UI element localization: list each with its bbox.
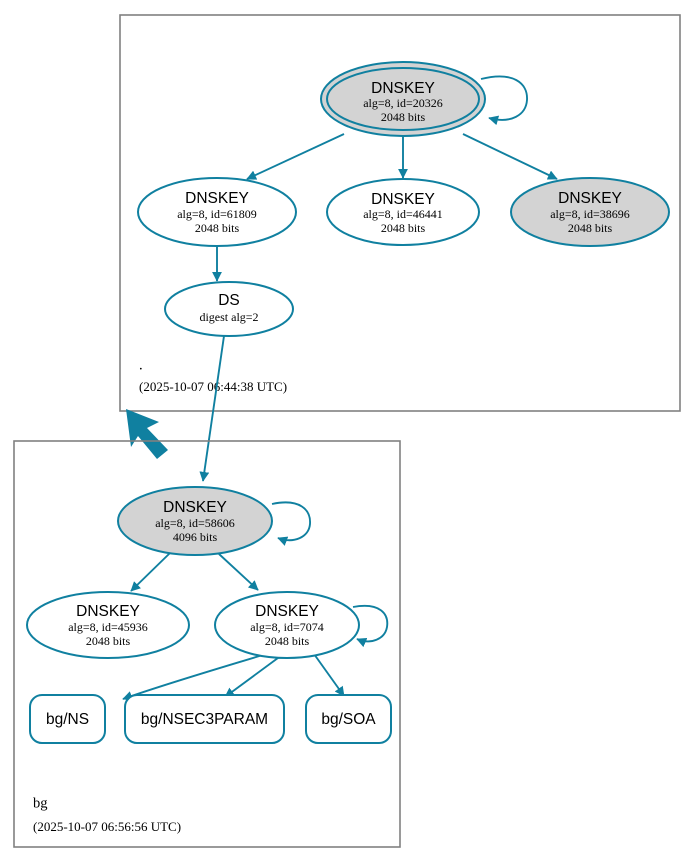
edge-group-root [212, 75, 558, 282]
zone-root: DNSKEY alg=8, id=20326 2048 bits DNSKEY … [119, 14, 681, 412]
node-bg-soa-label: bg/SOA [321, 711, 376, 728]
zone-root-name: . [139, 357, 143, 373]
edge-root-ksk-self [480, 75, 528, 126]
node-root-zsk-38696-line3: 2048 bits [568, 221, 613, 235]
zone-bg: DNSKEY alg=8, id=58606 4096 bits DNSKEY … [13, 440, 401, 848]
node-root-zsk-46441-title: DNSKEY [371, 191, 435, 208]
node-bg-ksk-title: DNSKEY [163, 499, 227, 516]
edge-root-ksk-to-61809 [246, 133, 345, 180]
node-root-zsk-46441-line2: alg=8, id=46441 [363, 207, 443, 221]
node-root-zsk-61809-line3: 2048 bits [195, 221, 240, 235]
zone-root-timestamp: (2025-10-07 06:44:38 UTC) [139, 379, 287, 394]
zone-bg-timestamp: (2025-10-07 06:56:56 UTC) [33, 819, 181, 834]
node-bg-ns[interactable]: bg/NS [29, 694, 106, 744]
edge-bg-ksk-to-45936 [130, 552, 171, 592]
edge-ds-to-bg-ksk [199, 335, 225, 482]
node-ds-shape [164, 281, 294, 337]
edge-bg-7074-to-soa [313, 653, 345, 697]
node-root-zsk-38696[interactable]: DNSKEY alg=8, id=38696 2048 bits [510, 177, 670, 247]
node-bg-ns-shape [29, 694, 106, 744]
node-ds-title: DS [218, 292, 240, 309]
edge-bg-7074-self [352, 604, 389, 648]
node-root-zsk-46441-shape [326, 178, 480, 246]
node-root-zsk-46441[interactable]: DNSKEY alg=8, id=46441 2048 bits [326, 178, 480, 246]
node-bg-zsk-45936-title: DNSKEY [76, 603, 140, 620]
node-root-ksk[interactable]: DNSKEY alg=8, id=20326 2048 bits [320, 61, 486, 137]
node-root-zsk-61809-title: DNSKEY [185, 190, 249, 207]
edge-bg-ksk-self [271, 501, 311, 546]
node-bg-zsk-45936-line2: alg=8, id=45936 [68, 620, 148, 634]
node-bg-ksk[interactable]: DNSKEY alg=8, id=58606 4096 bits [117, 486, 273, 556]
node-root-zsk-61809-shape [137, 177, 297, 247]
node-root-ksk-inner [326, 67, 480, 131]
zone-root-border [119, 14, 681, 412]
node-bg-ksk-line2: alg=8, id=58606 [155, 516, 235, 530]
edge-root-ksk-to-38696 [462, 133, 558, 180]
node-root-zsk-38696-title: DNSKEY [558, 190, 622, 207]
delegation-arrow-glyph [126, 409, 168, 459]
node-bg-ns-label: bg/NS [46, 711, 89, 728]
node-bg-nsec3param-shape [124, 694, 285, 744]
node-root-zsk-61809[interactable]: DNSKEY alg=8, id=61809 2048 bits [137, 177, 297, 247]
node-bg-zsk-7074-title: DNSKEY [255, 603, 319, 620]
node-root-ksk-line3: 2048 bits [381, 110, 426, 124]
node-root-zsk-61809-line2: alg=8, id=61809 [177, 207, 257, 221]
zone-bg-name: bg [33, 795, 48, 811]
node-root-ksk-line2: alg=8, id=20326 [363, 96, 443, 110]
node-bg-soa[interactable]: bg/SOA [305, 694, 392, 744]
node-bg-nsec3param[interactable]: bg/NSEC3PARAM [124, 694, 285, 744]
node-bg-zsk-7074[interactable]: DNSKEY alg=8, id=7074 2048 bits [214, 591, 360, 659]
edge-delegation-root-to-bg [126, 409, 168, 459]
node-bg-zsk-45936-shape [26, 591, 190, 659]
node-root-zsk-38696-shape [510, 177, 670, 247]
edge-bg-7074-to-ns [122, 653, 267, 701]
node-bg-ksk-shape [117, 486, 273, 556]
node-bg-nsec3param-label: bg/NSEC3PARAM [141, 711, 268, 728]
edge-bg-7074-to-nsec3param [224, 654, 283, 698]
node-ds-line2: digest alg=2 [199, 310, 258, 324]
node-bg-zsk-45936-line3: 2048 bits [86, 634, 131, 648]
node-bg-ksk-line3: 4096 bits [173, 530, 218, 544]
node-bg-zsk-7074-line3: 2048 bits [265, 634, 310, 648]
node-ds[interactable]: DS digest alg=2 [164, 281, 294, 337]
node-root-zsk-46441-line3: 2048 bits [381, 221, 426, 235]
node-bg-zsk-45936[interactable]: DNSKEY alg=8, id=45936 2048 bits [26, 591, 190, 659]
node-bg-zsk-7074-shape [214, 591, 360, 659]
edge-bg-ksk-to-7074 [218, 553, 259, 591]
node-root-ksk-title: DNSKEY [371, 80, 435, 97]
node-root-zsk-38696-line2: alg=8, id=38696 [550, 207, 630, 221]
node-bg-zsk-7074-line2: alg=8, id=7074 [250, 620, 324, 634]
zone-bg-border [13, 440, 401, 848]
node-bg-soa-shape [305, 694, 392, 744]
